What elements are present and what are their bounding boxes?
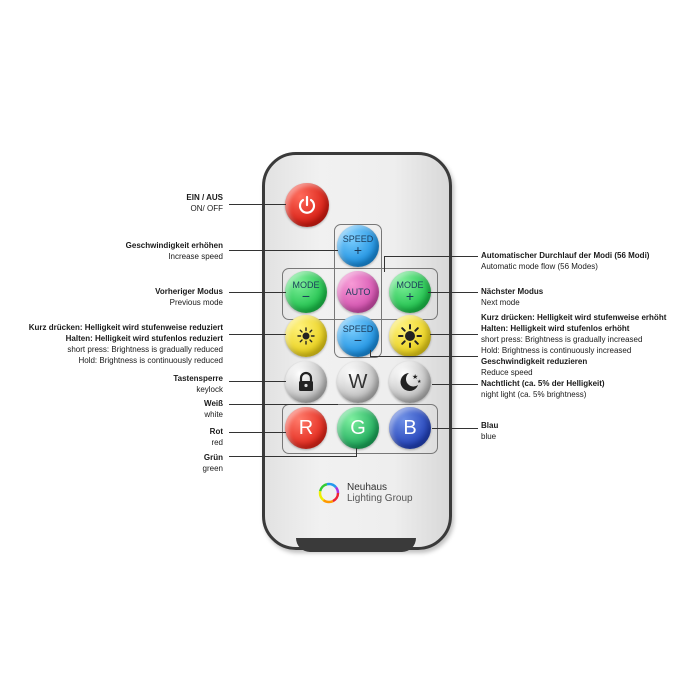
- label-auto: Automatischer Durchlauf der Modi (56 Mod…: [481, 251, 650, 271]
- leader-green: [229, 456, 356, 457]
- leader-speed-down-vertical: [370, 350, 371, 357]
- speed-up-text: SPEED: [342, 234, 374, 244]
- red-letter: R: [298, 416, 314, 439]
- blue-button[interactable]: B: [389, 407, 431, 449]
- mode-previous-button[interactable]: MODE −: [285, 271, 327, 313]
- white-button[interactable]: W: [337, 361, 379, 403]
- mode-next-text: MODE: [396, 280, 424, 290]
- sun-large-icon: [398, 324, 422, 348]
- leader-mode-previous: [229, 292, 286, 293]
- brand-subtitle: Lighting Group: [347, 493, 413, 504]
- leader-white: [229, 404, 338, 405]
- color-group-outline: [282, 404, 438, 454]
- speed-group-outline: [334, 224, 382, 358]
- color-ring-icon: [318, 482, 340, 504]
- green-letter: G: [350, 416, 366, 439]
- lock-icon: [299, 371, 313, 391]
- speed-down-button[interactable]: SPEED −: [337, 315, 379, 357]
- label-brightness-down: Kurz drücken: Helligkeit wird stufenweis…: [28, 323, 223, 365]
- leader-power: [229, 204, 286, 205]
- remote-bottom-edge: [296, 538, 416, 552]
- brand-name: Neuhaus: [347, 482, 388, 493]
- leader-mode-next: [428, 292, 478, 293]
- leader-red: [229, 432, 286, 433]
- leader-blue: [432, 428, 478, 429]
- leader-keylock: [229, 381, 286, 382]
- plus-symbol: +: [353, 242, 363, 258]
- brand-text: Neuhaus Lighting Group: [347, 482, 413, 504]
- white-letter: W: [348, 370, 368, 393]
- blue-letter: B: [403, 416, 417, 439]
- minus-symbol: −: [353, 332, 363, 348]
- svg-text:★: ★: [417, 379, 422, 385]
- sun-small-icon: [297, 327, 315, 345]
- power-icon: [298, 195, 316, 214]
- speed-down-text: SPEED: [342, 324, 374, 334]
- plus-symbol: +: [405, 288, 415, 304]
- speed-up-button[interactable]: SPEED +: [337, 225, 379, 267]
- brightness-up-button[interactable]: [389, 315, 431, 357]
- leader-speed-down: [370, 356, 478, 357]
- minus-symbol: −: [301, 288, 311, 304]
- moon-stars-icon: ★ ★: [400, 373, 422, 391]
- label-night-light: Nachtlicht (ca. 5% der Helligkeit)night …: [481, 379, 605, 399]
- mode-prev-text: MODE: [292, 280, 320, 290]
- auto-button[interactable]: AUTO: [337, 271, 379, 313]
- leader-brightness-up: [430, 334, 478, 335]
- leader-night-light: [432, 384, 478, 385]
- night-light-button[interactable]: ★ ★: [389, 361, 431, 403]
- leader-brightness-down: [229, 334, 286, 335]
- red-button[interactable]: R: [285, 407, 327, 449]
- brand-logo: Neuhaus Lighting Group: [317, 481, 413, 505]
- power-button[interactable]: [285, 183, 329, 227]
- leader-auto: [384, 256, 478, 257]
- leader-green-vertical: [356, 448, 357, 457]
- mode-next-button[interactable]: MODE +: [389, 271, 431, 313]
- keylock-button[interactable]: [285, 361, 327, 403]
- leader-speed-up: [229, 250, 338, 251]
- label-brightness-up: Kurz drücken: Helligkeit wird stufenweis…: [481, 313, 667, 355]
- auto-text: AUTO: [345, 286, 371, 297]
- svg-text:★: ★: [412, 373, 418, 381]
- green-button[interactable]: G: [337, 407, 379, 449]
- leader-auto-vertical: [384, 256, 385, 272]
- brightness-down-button[interactable]: [285, 315, 327, 357]
